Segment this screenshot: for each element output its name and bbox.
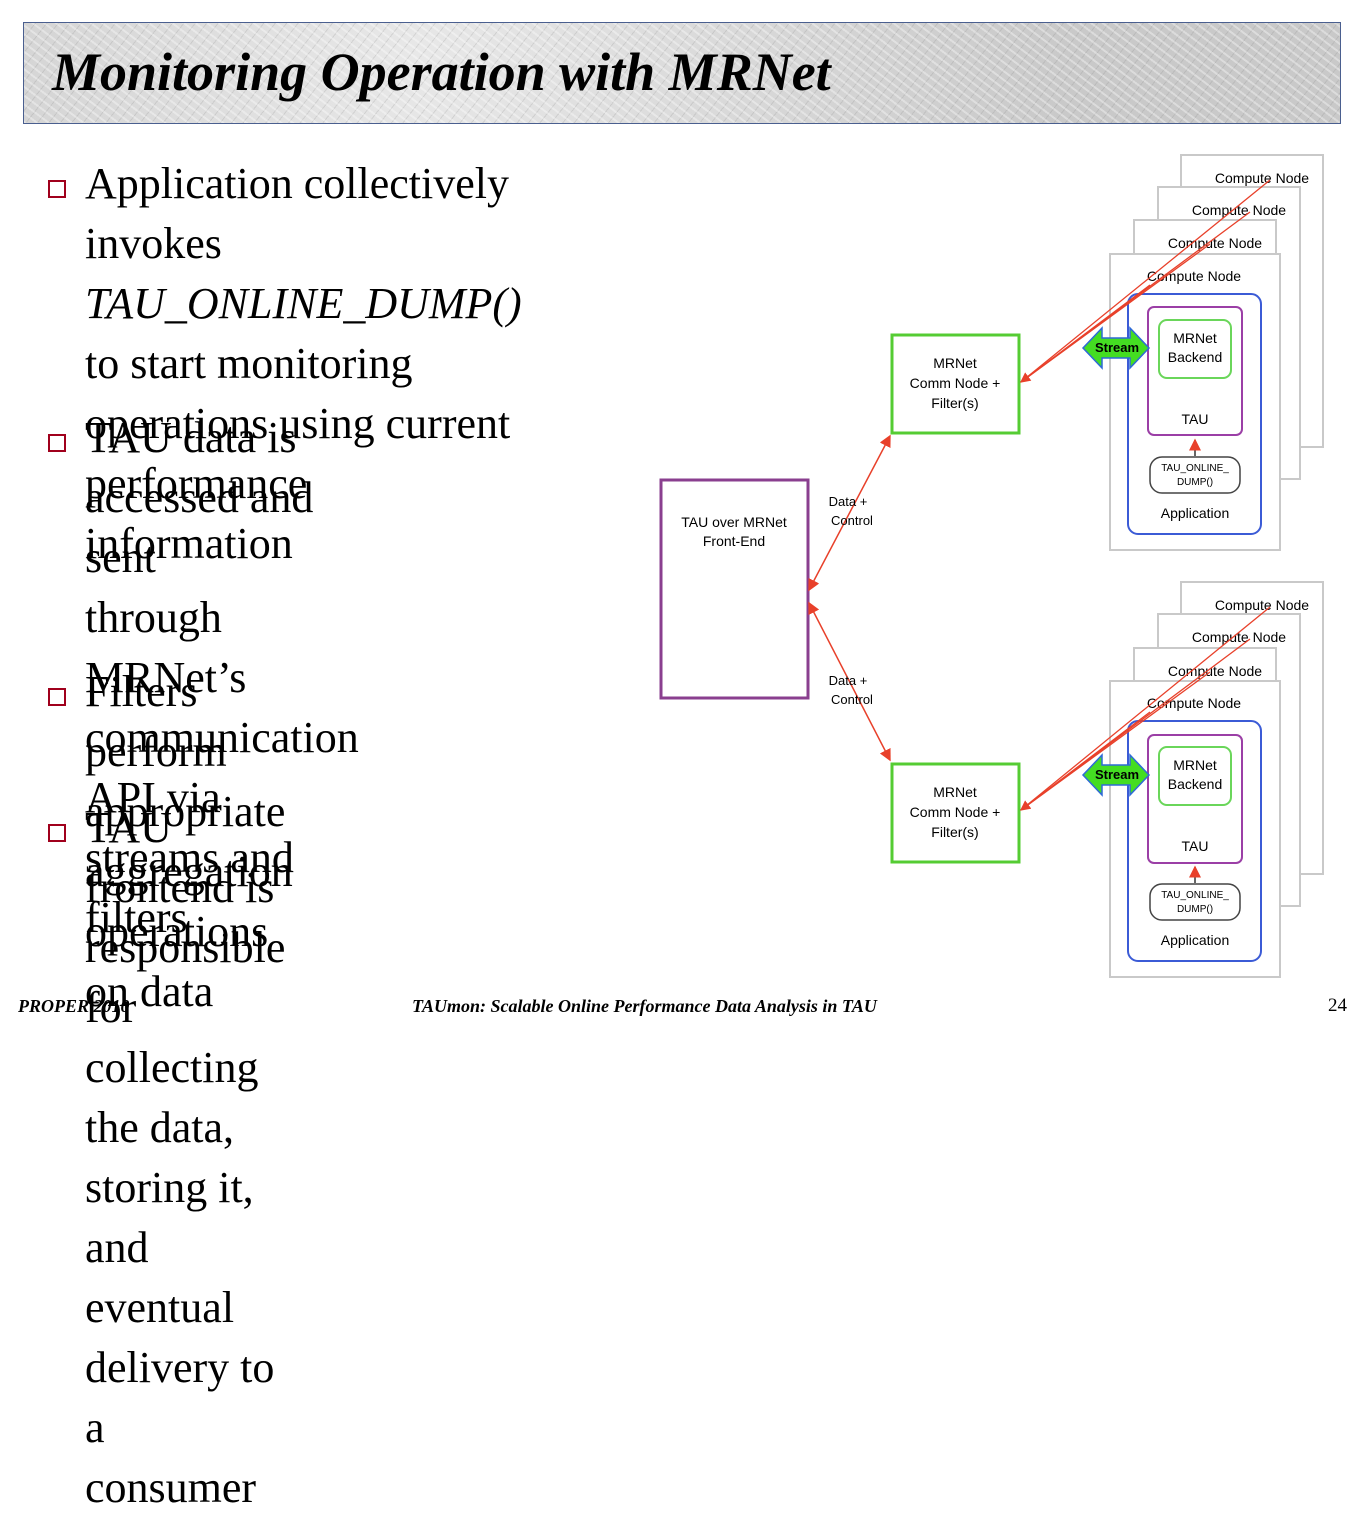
compute-node-label: Compute Node bbox=[1168, 235, 1262, 251]
bullet-text: Application collectively invokes TAU_ONL… bbox=[85, 159, 522, 568]
svg-text:MRNet: MRNet bbox=[1173, 330, 1217, 346]
compute-stack-bottom: Compute Node Compute Node Compute Node C… bbox=[1019, 581, 1324, 978]
bullet-text: Filters perform appropriate aggregation … bbox=[85, 667, 293, 1016]
compute-node-label: Compute Node bbox=[1192, 629, 1286, 645]
comm-node-label: Filter(s) bbox=[931, 395, 978, 411]
stream-label: Stream bbox=[1095, 340, 1139, 355]
frontend-label-line2: Front-End bbox=[703, 533, 765, 549]
comm-node-bottom: MRNet Comm Node + Filter(s) bbox=[890, 762, 1021, 864]
svg-text:TAU_ONLINE_: TAU_ONLINE_ bbox=[1161, 890, 1229, 901]
svg-text:Backend: Backend bbox=[1168, 776, 1222, 792]
page-number: 24 bbox=[1328, 995, 1347, 1016]
dump-box bbox=[1149, 883, 1241, 921]
dump-box bbox=[1149, 456, 1241, 494]
compute-node-label: Compute Node bbox=[1147, 268, 1241, 284]
checkbox-bullet-icon bbox=[48, 824, 66, 842]
frontend-box: TAU over MRNet Front-End bbox=[659, 478, 810, 700]
application-label: Application bbox=[1161, 932, 1230, 948]
stream-arrow-icon bbox=[1081, 753, 1151, 797]
comm-node-label: MRNet bbox=[933, 784, 977, 800]
svg-text:DUMP(): DUMP() bbox=[1177, 904, 1213, 915]
compute-node-label: Compute Node bbox=[1168, 663, 1262, 679]
link-label: Data + bbox=[829, 673, 868, 688]
comm-node-label: Comm Node + bbox=[910, 375, 1001, 391]
svg-text:Backend: Backend bbox=[1168, 349, 1222, 365]
slide-title: Monitoring Operation with MRNet bbox=[52, 42, 831, 102]
svg-text:DUMP(): DUMP() bbox=[1177, 477, 1213, 488]
comm-node-label: Filter(s) bbox=[931, 824, 978, 840]
checkbox-bullet-icon bbox=[48, 688, 66, 706]
application-label: Application bbox=[1161, 505, 1230, 521]
compute-node-label: Compute Node bbox=[1192, 202, 1286, 218]
checkbox-bullet-icon bbox=[48, 434, 66, 452]
svg-text:MRNet: MRNet bbox=[1173, 757, 1217, 773]
mrnet-diagram: TAU over MRNet Front-End MRNet Comm Node… bbox=[659, 154, 1324, 978]
link-label: Data + bbox=[829, 494, 868, 509]
footer-conference: PROPER 2010 bbox=[18, 996, 130, 1016]
data-control-arrow bbox=[808, 601, 891, 762]
bullet-text: TAU data is accessed and sent through MR… bbox=[85, 413, 359, 942]
compute-node-label: Compute Node bbox=[1215, 170, 1309, 186]
footer-title: TAUmon: Scalable Online Performance Data… bbox=[412, 996, 877, 1016]
stream-label: Stream bbox=[1095, 767, 1139, 782]
checkbox-bullet-icon bbox=[48, 180, 66, 198]
tau-label: TAU bbox=[1182, 838, 1209, 854]
comm-node-top: MRNet Comm Node + Filter(s) bbox=[890, 333, 1021, 435]
backend-box bbox=[1158, 746, 1232, 806]
compute-node-label: Compute Node bbox=[1215, 597, 1309, 613]
data-control-arrow bbox=[808, 434, 891, 592]
comm-node-label: Comm Node + bbox=[910, 804, 1001, 820]
link-label: Control bbox=[831, 692, 873, 707]
tau-label: TAU bbox=[1182, 411, 1209, 427]
link-label: Control bbox=[831, 513, 873, 528]
compute-stack-top: Compute Node Compute Node Compute Node C… bbox=[1019, 154, 1324, 551]
svg-text:TAU_ONLINE_: TAU_ONLINE_ bbox=[1161, 463, 1229, 474]
stream-arrow-icon bbox=[1081, 326, 1151, 370]
title-banner bbox=[23, 22, 1341, 124]
compute-node-label: Compute Node bbox=[1147, 695, 1241, 711]
comm-node-label: MRNet bbox=[933, 355, 977, 371]
frontend-label-line1: TAU over MRNet bbox=[681, 514, 787, 530]
backend-box bbox=[1158, 319, 1232, 379]
